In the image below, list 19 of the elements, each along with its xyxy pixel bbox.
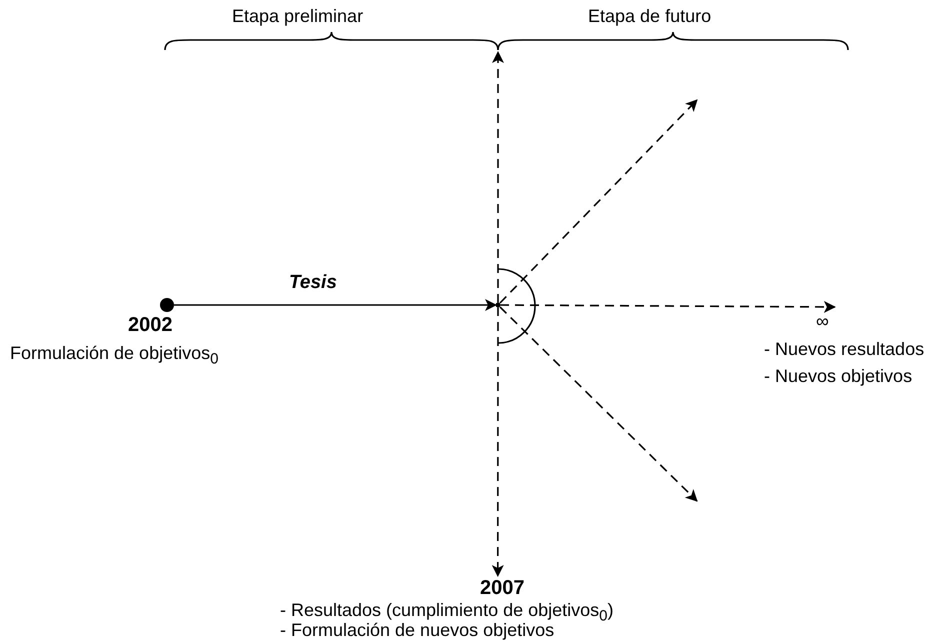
note-text: Formulación de objetivos$_{0}$ — [10, 343, 218, 370]
year-label: 2007 — [480, 578, 524, 599]
junction-point — [496, 303, 500, 307]
arrow — [174, 299, 497, 311]
arrow — [500, 300, 836, 313]
note-text: - Nuevos resultados — [764, 339, 924, 360]
arrow — [492, 51, 504, 303]
list-item: - Formulación de nuevos objetivos — [280, 620, 554, 641]
start-dot — [160, 298, 174, 312]
edge-label: Tesis — [289, 272, 337, 293]
stage-label: Etapa de futuro — [588, 6, 712, 27]
arrow — [499, 306, 698, 502]
stage-brackets — [164, 31, 850, 52]
stage-label: Etapa preliminar — [232, 6, 364, 27]
infinity-symbol: ∞ — [816, 311, 829, 332]
note-text: - Nuevos objetivos — [764, 366, 912, 387]
arrow — [492, 307, 504, 577]
arrow — [499, 99, 698, 304]
year-label: 2002 — [128, 315, 172, 336]
